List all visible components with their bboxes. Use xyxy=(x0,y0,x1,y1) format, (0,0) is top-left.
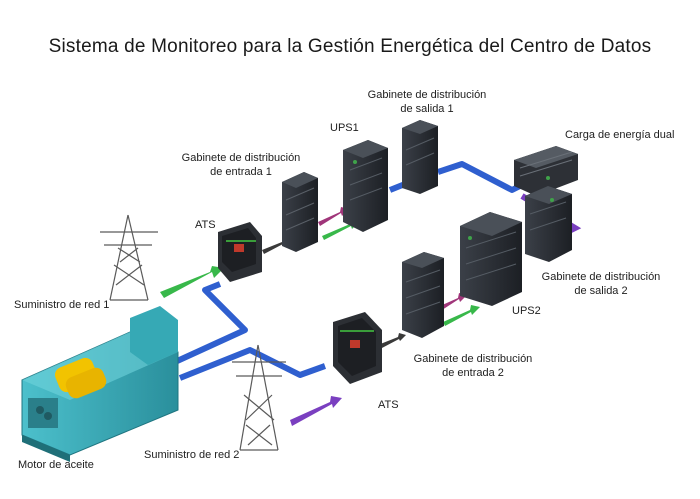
arrow-ats2-to-incab2 xyxy=(378,333,406,349)
output-cabinet-1-icon xyxy=(402,120,438,194)
ats2-unit-icon xyxy=(333,312,382,384)
power-tower-icon xyxy=(232,344,286,451)
arrow-grid2-to-ats2 xyxy=(290,396,342,426)
diagram-title: Sistema de Monitoreo para la Gestión Ene… xyxy=(48,36,652,57)
label-output-cabinet-1-line1: Gabinete de distribución xyxy=(367,89,487,101)
oil-engine-generator-icon xyxy=(21,306,179,462)
arrow-incab2-to-ups2 xyxy=(443,305,480,326)
label-dual-load: Carga de energía dual xyxy=(565,129,675,141)
label-output-cabinet-1: Gabinete de distribución de salida 1 xyxy=(362,88,492,116)
output-cabinet-2-icon xyxy=(525,186,572,262)
label-input-cabinet-1-line2: de entrada 1 xyxy=(210,166,272,178)
label-input-cabinet-1: Gabinete de distribución de entrada 1 xyxy=(176,151,306,179)
magenta-flow-arrows xyxy=(318,207,467,310)
ups2-cabinet-icon xyxy=(460,212,522,306)
arrow-grid1-to-ats1 xyxy=(160,266,224,298)
flow-out-cab1-to-load xyxy=(437,161,522,193)
input-cabinet-1-icon xyxy=(282,172,318,252)
ats1-unit-icon xyxy=(218,222,262,282)
label-input-cabinet-2-line2: de entrada 2 xyxy=(442,367,504,379)
label-ats2: ATS xyxy=(378,399,399,411)
label-ups2: UPS2 xyxy=(512,305,541,317)
ups1-cabinet-icon xyxy=(343,140,388,232)
label-input-cabinet-2: Gabinete de distribución de entrada 2 xyxy=(408,352,538,380)
dual-power-load-icon xyxy=(514,146,578,196)
label-output-cabinet-2-line2: de salida 2 xyxy=(574,285,628,297)
arrow-magenta-incab1 xyxy=(318,207,349,226)
label-ups1: UPS1 xyxy=(330,122,359,134)
label-output-cabinet-1-line2: de salida 1 xyxy=(400,103,454,115)
label-output-cabinet-2-line1: Gabinete de distribución xyxy=(541,271,661,283)
power-tower-icon xyxy=(100,214,158,301)
label-output-cabinet-2: Gabinete de distribución de salida 2 xyxy=(536,270,666,298)
label-ats1: ATS xyxy=(195,219,216,231)
label-input-cabinet-1-line1: Gabinete de distribución xyxy=(181,152,301,164)
label-input-cabinet-2-line1: Gabinete de distribución xyxy=(413,353,533,365)
arrow-magenta-incab2 xyxy=(440,293,467,310)
label-grid-supply-2: Suministro de red 2 xyxy=(144,449,240,461)
flow-generator-to-ats1 xyxy=(173,281,248,365)
label-oil-engine: Motor de aceite xyxy=(18,459,94,471)
label-grid-supply-1: Suministro de red 1 xyxy=(14,299,110,311)
input-cabinet-2-icon xyxy=(402,252,444,338)
